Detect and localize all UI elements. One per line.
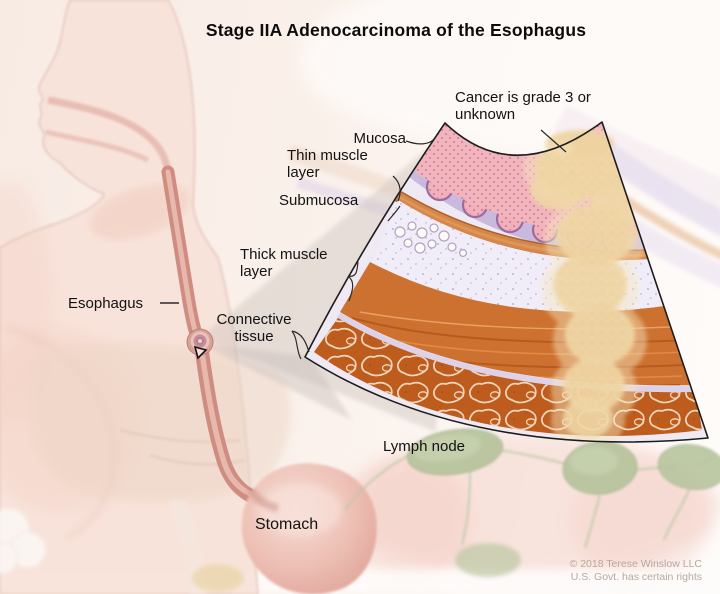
esophagus-cut-section <box>186 328 214 360</box>
esophagus-wall-inset <box>304 121 709 443</box>
duodenum-hint <box>192 564 244 592</box>
pharynx <box>47 96 172 173</box>
thin-muscle-pointer <box>392 175 401 202</box>
lymph-node-shapes <box>406 428 720 577</box>
connective-pointer <box>291 330 310 353</box>
layer-label-thin-muscle: Thin muscle layer <box>287 147 368 181</box>
mucosa-pointer <box>405 138 435 145</box>
anatomy-label-esophagus: Esophagus <box>68 295 144 312</box>
cancer-grade-annotation: Cancer is grade 3 or unknown <box>455 89 591 123</box>
copyright-line2: U.S. Govt. has certain rights <box>570 571 702 584</box>
thick-muscle-pointer <box>347 261 359 277</box>
cancer-pointer <box>540 129 567 153</box>
layer-label-connective-tissue: Connective tissue <box>216 311 292 345</box>
copyright-notice: © 2018 Terese Winslow LLC U.S. Govt. has… <box>570 558 702 584</box>
lymph-system <box>344 428 720 577</box>
anatomy-label-lymph-node: Lymph node <box>383 438 466 455</box>
layer-label-thick-muscle: Thick muscle layer <box>240 246 328 280</box>
anatomy-label-stomach: Stomach <box>255 516 319 533</box>
stomach-organ <box>241 463 377 594</box>
copyright-line1: © 2018 Terese Winslow LLC <box>569 558 702 570</box>
cancer-column <box>523 128 652 442</box>
esophagus-cut-marker <box>193 345 208 360</box>
thick-muscle-pointer-2 <box>347 275 354 302</box>
layer-label-mucosa: Mucosa <box>353 130 406 147</box>
submucosa-pointer <box>387 205 401 222</box>
connective-pointer-2 <box>291 330 302 360</box>
wedge-outline <box>304 121 709 443</box>
bowel-hint <box>0 507 47 575</box>
diagram-title: Stage IIA Adenocarcinoma of the Esophagu… <box>205 20 587 40</box>
layer-label-submucosa: Submucosa <box>279 192 359 209</box>
torso-figure <box>0 0 377 594</box>
leader-lines <box>160 129 567 360</box>
